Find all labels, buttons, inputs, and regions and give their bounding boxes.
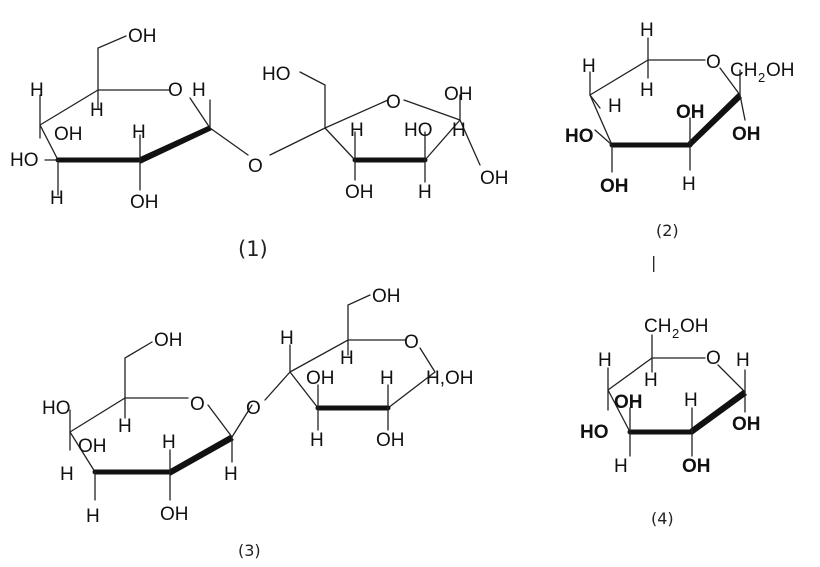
- s1-glycosidic-bonds: [269, 127, 326, 156]
- s1-h-f3: H: [350, 120, 364, 141]
- s2-h-c5: H: [582, 56, 596, 77]
- s1-ho-f4: HO: [404, 120, 433, 141]
- s3-h-r2c2: H: [380, 368, 394, 389]
- caption-mark: |: [651, 253, 656, 272]
- s2-oh-c5: OH: [600, 176, 629, 197]
- s1-furanose-bonds: [324, 99, 461, 161]
- s3-oh-top: OH: [154, 330, 183, 351]
- s1-ring-o: O: [168, 80, 183, 101]
- s4-ch-oh: OH: [680, 316, 709, 337]
- s3-h-c2: H: [162, 432, 176, 453]
- s4-ch: CH: [644, 316, 671, 337]
- s1-ho-fructose: HO: [262, 64, 291, 85]
- caption-4: (4): [651, 509, 674, 528]
- s3-ring2-o: O: [404, 332, 419, 353]
- s1-h-f4: H: [418, 182, 432, 203]
- s1-h-anomeric: H: [192, 80, 206, 101]
- s1-glycosidic-o: O: [248, 156, 263, 177]
- s1-oh-c2: OH: [130, 192, 159, 213]
- s3-h-r2c3: H: [310, 430, 324, 451]
- structure-1: OH O H H H OH H HO H OH O HO O H HO OH H…: [10, 26, 509, 261]
- s3-ring1-wedge: [170, 435, 234, 476]
- s2-ch: CH: [730, 60, 757, 81]
- s4-h-anomeric: H: [736, 350, 750, 371]
- structure-3: OH O HO H OH H H H OH H O OH H O H OH H …: [42, 286, 474, 560]
- s1-oh-c4: OH: [54, 124, 83, 145]
- s1-ho-c3: HO: [10, 150, 39, 171]
- s3-h-c4: H: [60, 464, 74, 485]
- s1-h-c5: H: [90, 100, 104, 121]
- s2-oh-c3: OH: [676, 102, 705, 123]
- s4-h-c4up: H: [598, 350, 612, 371]
- s1-oh-top: OH: [128, 26, 157, 47]
- s2-h-c3: H: [682, 174, 696, 195]
- s1-oh-f2: OH: [444, 84, 473, 105]
- s4-h-c3: H: [614, 456, 628, 477]
- s4-oh-c2: OH: [682, 456, 711, 477]
- s3-ho-c4: HO: [42, 398, 71, 419]
- s4-ch-sub: 2: [672, 326, 679, 341]
- s3-h-r2c5: H: [340, 348, 354, 369]
- s4-substituent-bonds: [607, 334, 746, 457]
- caption-2: (2): [656, 221, 679, 240]
- s4-oh-c4: OH: [614, 392, 643, 413]
- s3-glycosidic-o: O: [246, 398, 261, 419]
- caption-1: (1): [238, 237, 268, 261]
- s3-oh-c2: OH: [160, 504, 189, 525]
- s3-ring1-bonds: [69, 397, 233, 473]
- s4-ring-o: O: [706, 348, 721, 369]
- s2-ring-wedge: [688, 93, 742, 148]
- s4-ring-wedge: [690, 390, 747, 435]
- s2-oh-c2: OH: [732, 124, 761, 145]
- s3-h-r2c4: H: [280, 328, 294, 349]
- s3-oh-r2c3: OH: [306, 368, 335, 389]
- s2-substituent-bonds: [589, 37, 746, 173]
- s4-h-c5: H: [644, 370, 658, 391]
- s1-furanose-substituents: [299, 71, 481, 183]
- s3-ring2-substituents: [289, 294, 389, 431]
- s4-ho-c3: HO: [580, 422, 609, 443]
- s3-h-c3: H: [86, 506, 100, 527]
- s2-ho-c4: HO: [565, 126, 594, 147]
- s4-oh-c1: OH: [732, 414, 761, 435]
- s3-h-c5: H: [118, 416, 132, 437]
- s2-h-c4: H: [608, 96, 622, 117]
- s2-ch-sub: 2: [758, 70, 765, 85]
- s2-ring-o: O: [706, 52, 721, 73]
- s1-substituent-bonds: [39, 35, 249, 196]
- structure-4: CH 2 OH O H H H OH H HO OH H OH (4): [580, 316, 761, 528]
- s3-oh-ring2-top: OH: [372, 286, 401, 307]
- s3-oh-r2c2: OH: [376, 430, 405, 451]
- s1-h-c4up: H: [30, 80, 44, 101]
- s4-h-c2: H: [684, 390, 698, 411]
- s1-h-f2: H: [452, 120, 466, 141]
- s1-h-c2: H: [132, 122, 146, 143]
- s3-ring1-o: O: [190, 394, 205, 415]
- s3-ring1-substituents: [69, 341, 253, 501]
- s1-oh-f1: OH: [480, 168, 509, 189]
- s1-oh-f3: OH: [345, 182, 374, 203]
- s3-h-anomeric: H: [224, 464, 238, 485]
- s3-h-oh-anomeric: H,OH: [426, 368, 474, 389]
- caption-3: (3): [238, 541, 261, 560]
- s2-ch-oh: OH: [766, 60, 795, 81]
- s3-bridge-bond: [264, 371, 291, 401]
- s2-h-top: H: [640, 20, 654, 41]
- s1-furanose-o: O: [386, 92, 401, 113]
- s3-oh-c4: OH: [78, 436, 107, 457]
- structure-2: H O CH 2 OH H H H HO OH OH OH H (2) |: [565, 20, 795, 272]
- s1-ring-wedge: [140, 126, 212, 164]
- s1-h-c3: H: [50, 188, 64, 209]
- s2-h-c6: H: [640, 80, 654, 101]
